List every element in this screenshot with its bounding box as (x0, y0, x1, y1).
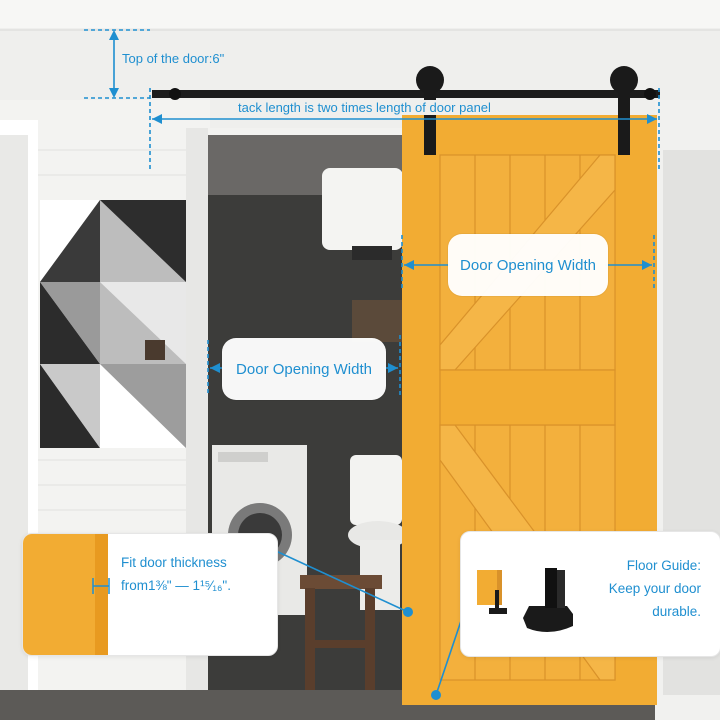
door-opening-width-right-label: Door Opening Width (448, 234, 608, 296)
floor-guide-text: Floor Guide: Keep your door durable. (561, 554, 701, 623)
thickness-bracket-icon (92, 578, 110, 594)
floor-guide-line3: durable. (652, 604, 701, 619)
track-rail (152, 90, 660, 98)
floor-guide-line2: Keep your door (608, 581, 701, 596)
track-roller-icon (416, 66, 638, 155)
tile-panel (40, 200, 186, 448)
door-thickness-line2: from1⅜" — 1¹⁵⁄₁₆". (121, 578, 231, 593)
door-opening-width-right-text: Door Opening Width (460, 256, 596, 274)
door-thickness-text: Fit door thickness from1⅜" — 1¹⁵⁄₁₆". (121, 551, 271, 597)
door-thickness-card: Fit door thickness from1⅜" — 1¹⁵⁄₁₆". (22, 533, 278, 656)
track-length-label: tack length is two times length of door … (236, 100, 493, 115)
door-opening-width-left-label: Door Opening Width (222, 338, 386, 400)
door-thickness-line1: Fit door thickness (121, 555, 227, 570)
door-edge-swatch (23, 534, 108, 655)
door-opening-width-left-text: Door Opening Width (236, 360, 372, 378)
top-of-door-label: Top of the door:6" (122, 51, 225, 66)
floor-guide-title: Floor Guide: (626, 558, 701, 573)
door-edge-side (95, 534, 108, 655)
floor-guide-card: Floor Guide: Keep your door durable. (460, 531, 720, 657)
floor-guide-icon (477, 568, 573, 633)
ceiling (0, 0, 720, 30)
